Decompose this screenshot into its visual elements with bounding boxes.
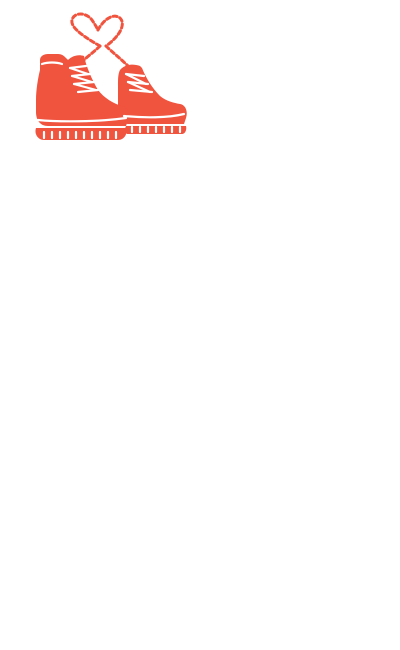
lace-trail-left bbox=[82, 44, 102, 62]
heart-lace-left bbox=[70, 12, 102, 48]
lace-trail-right bbox=[104, 44, 130, 68]
hiking-boots-heart-laces-icon bbox=[35, 12, 187, 140]
heart-lace-right bbox=[96, 14, 124, 48]
left-boot-sole bbox=[35, 128, 127, 140]
left-boot bbox=[36, 54, 129, 126]
